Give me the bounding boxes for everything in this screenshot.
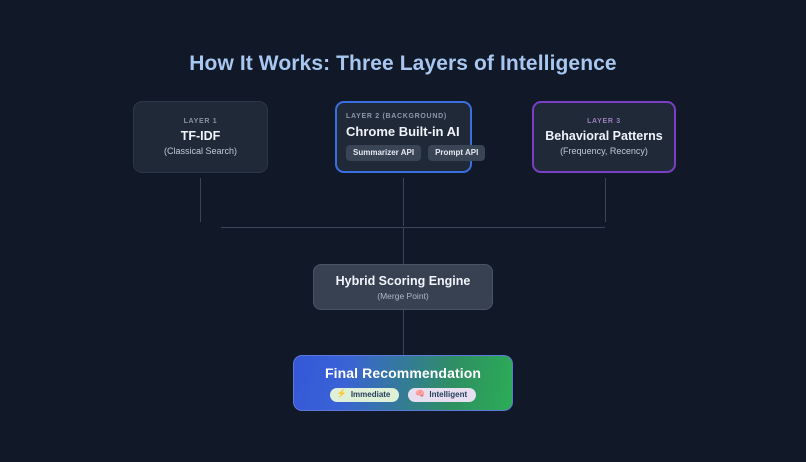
final-recommendation-card[interactable]: Final Recommendation ⚡ Immediate 🧠 Intel… (293, 355, 513, 411)
layer-2-api-list: Summarizer API Prompt API (346, 145, 486, 161)
layer-3-subtitle: (Frequency, Recency) (560, 146, 648, 156)
connector-stem-layer-1 (200, 178, 201, 222)
layer-card-behavioral-patterns[interactable]: LAYER 3 Behavioral Patterns (Frequency, … (532, 101, 676, 173)
layer-3-name: Behavioral Patterns (545, 129, 663, 143)
layer-3-kicker: LAYER 3 (587, 118, 621, 125)
connector-stem-layer-2 (403, 178, 404, 226)
badge-immediate-label: Immediate (350, 389, 391, 399)
layer-card-tf-idf[interactable]: LAYER 1 TF-IDF (Classical Search) (133, 101, 268, 173)
lightning-bolt-icon: ⚡ (336, 389, 347, 398)
layer-1-subtitle: (Classical Search) (163, 146, 238, 156)
layer-card-chrome-built-in-ai[interactable]: LAYER 2 (BACKGROUND) Chrome Built-in AI … (335, 101, 486, 173)
layer-2-name: Chrome Built-in AI (346, 124, 460, 139)
connector-stem-layer-3 (605, 178, 606, 222)
brain-icon: 🧠 (415, 389, 426, 398)
badge-intelligent[interactable]: 🧠 Intelligent (408, 387, 477, 402)
layer-1-kicker: LAYER 1 (183, 118, 218, 125)
badge-intelligent-label: Intelligent (429, 389, 468, 399)
api-pill-summarizer[interactable]: Summarizer API (346, 145, 422, 161)
merge-subtitle: (Merge Point) (377, 290, 429, 301)
api-pill-prompt[interactable]: Prompt API (428, 145, 486, 161)
layer-1-name: TF-IDF (180, 129, 221, 143)
connector-stem-to-final (403, 310, 404, 356)
layer-2-kicker: LAYER 2 (BACKGROUND) (346, 113, 447, 120)
final-title: Final Recommendation (324, 364, 482, 381)
connector-horizontal-bus (221, 227, 605, 228)
hybrid-scoring-engine-box[interactable]: Hybrid Scoring Engine (Merge Point) (313, 264, 493, 310)
badge-immediate[interactable]: ⚡ Immediate (329, 387, 400, 402)
page-title: How It Works: Three Layers of Intelligen… (189, 52, 617, 75)
merge-title: Hybrid Scoring Engine (335, 273, 471, 288)
final-badge-list: ⚡ Immediate 🧠 Intelligent (329, 387, 477, 402)
connector-stem-to-merge (403, 227, 404, 265)
